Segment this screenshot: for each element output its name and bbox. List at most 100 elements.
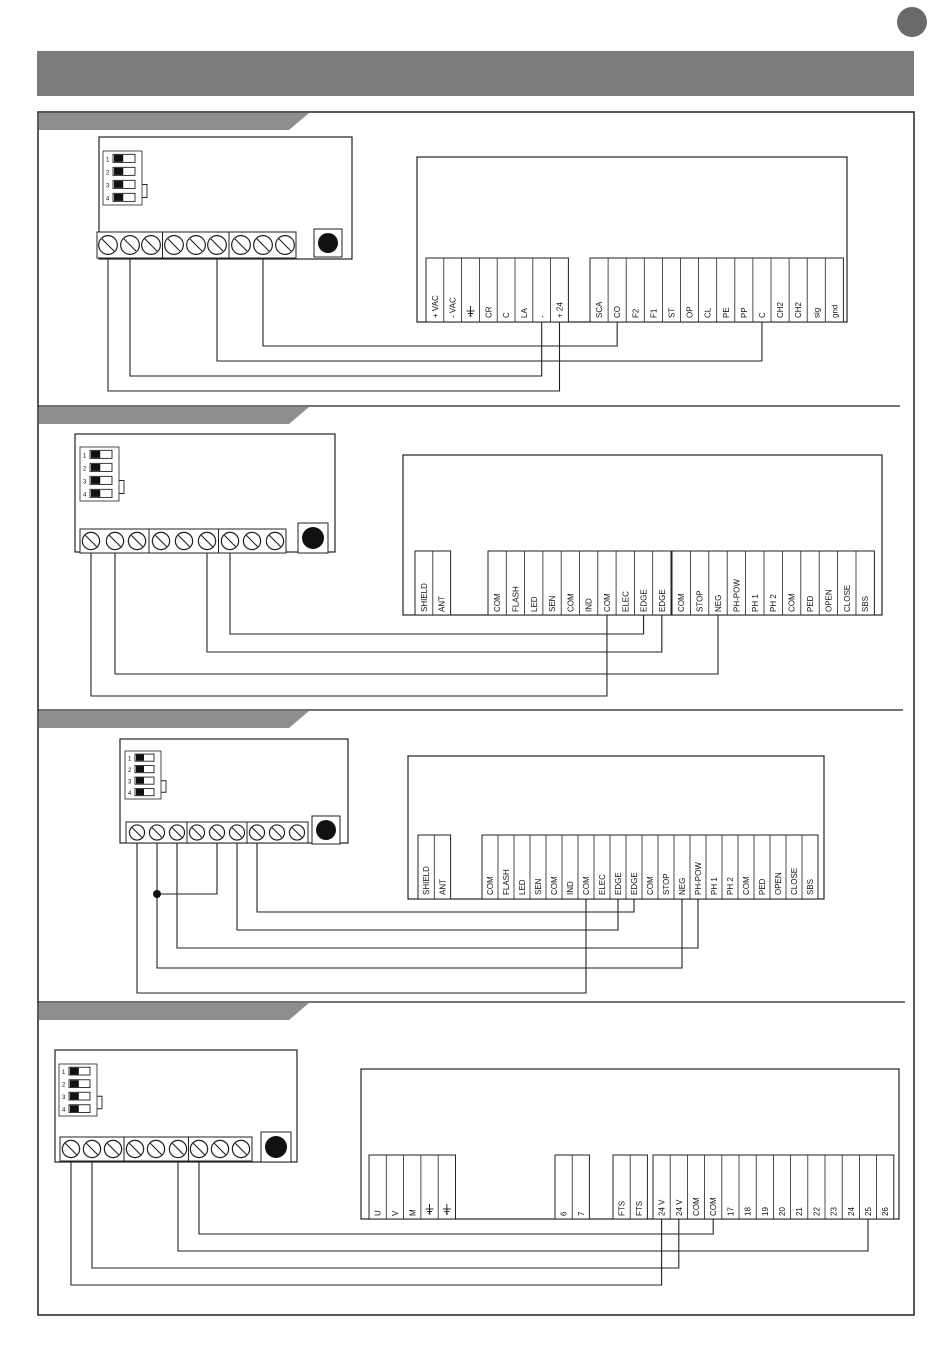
dip-knob — [91, 489, 101, 497]
terminal-label: FLASH — [511, 586, 520, 612]
terminal-label: NEG — [714, 595, 723, 612]
ground-icon — [466, 306, 475, 317]
wire — [114, 553, 719, 675]
terminal-label: COM — [677, 593, 686, 612]
dip-knob — [136, 754, 144, 761]
terminal-label: PH 1 — [710, 877, 719, 895]
terminal-label: COM — [550, 876, 559, 895]
wire — [229, 553, 645, 635]
terminal-label: LA — [520, 308, 529, 318]
terminal-screw-icon — [120, 235, 140, 255]
terminal-label: 7 — [577, 1211, 586, 1216]
terminal-screw-icon — [128, 824, 146, 841]
wire — [91, 1161, 680, 1269]
terminal-label: PED — [806, 595, 815, 612]
terminal-label: IND — [585, 598, 594, 612]
terminal-screw-icon — [228, 824, 246, 841]
dip-toggle — [89, 488, 113, 498]
terminal-label: STOP — [696, 590, 705, 612]
terminal-label: 17 — [726, 1207, 735, 1216]
terminal-label: PH 1 — [751, 594, 760, 612]
terminal-screw-icon — [268, 824, 286, 841]
wire — [136, 843, 587, 994]
wire — [206, 553, 663, 653]
dip-toggle — [134, 776, 155, 785]
terminal-label: CL — [704, 307, 713, 318]
dip-number: 2 — [83, 466, 87, 472]
terminal-label: 21 — [795, 1207, 804, 1216]
dip-toggle — [134, 765, 155, 774]
dip-toggle — [112, 153, 136, 163]
terminal-screw-icon — [231, 1139, 251, 1159]
terminal-screw-icon — [174, 531, 194, 551]
dip-knob — [70, 1067, 79, 1075]
terminal-screw-icon — [168, 824, 186, 841]
terminal-label: SCA — [595, 301, 604, 318]
terminal-label: 6 — [560, 1211, 569, 1216]
terminal-label: PE — [722, 307, 731, 318]
terminal-screw-icon — [188, 824, 206, 841]
terminal-label: EDGE — [630, 872, 639, 895]
terminal-label: U — [374, 1210, 383, 1216]
terminal-label: ELEC — [621, 591, 630, 612]
dip-number: 2 — [62, 1083, 66, 1089]
dip-knob — [91, 463, 101, 471]
dip-number: 1 — [83, 453, 87, 459]
dip-number: 1 — [106, 157, 110, 163]
terminal-label: PED — [758, 878, 767, 895]
terminal-label: SHIELD — [422, 866, 431, 895]
dip-toggle — [134, 788, 155, 797]
terminal-label: PH-POW — [732, 579, 741, 612]
wire — [198, 1161, 714, 1235]
terminal-label: CO — [613, 306, 622, 318]
header-bar — [37, 51, 914, 96]
terminal-screw-icon — [98, 235, 118, 255]
terminal-label: COM — [566, 593, 575, 612]
terminal-label: EDGE — [640, 589, 649, 612]
wire — [176, 843, 699, 949]
dip-bracket — [119, 480, 125, 494]
page-badge-icon — [897, 7, 927, 37]
terminal-label: SEN — [534, 878, 543, 895]
terminal-label: CR — [484, 306, 493, 318]
dip-number: 2 — [106, 170, 110, 176]
wire — [70, 1161, 663, 1286]
dip-knob — [136, 789, 144, 796]
dip-knob — [91, 450, 101, 458]
terminal-screw-icon — [253, 235, 273, 255]
dip-number: 4 — [128, 791, 132, 797]
wire — [107, 258, 561, 392]
dip-bracket — [97, 1095, 103, 1110]
terminal-screw-icon — [168, 1139, 188, 1159]
dip-number: 3 — [62, 1095, 66, 1101]
terminal-label: COM — [582, 876, 591, 895]
learn-button-icon — [302, 527, 324, 549]
terminal-label: EDGE — [658, 589, 667, 612]
terminal-label: ANT — [438, 596, 447, 612]
dip-number: 3 — [83, 479, 87, 485]
outer-frame — [37, 111, 915, 1316]
terminal-screw-icon — [208, 824, 226, 841]
ground-icon — [442, 1204, 451, 1215]
terminal-label: 25 — [864, 1207, 873, 1216]
terminal-screw-icon — [275, 235, 295, 255]
terminal-label: OPEN — [824, 589, 833, 612]
wire — [216, 258, 763, 362]
wire — [90, 553, 608, 697]
dip-number: 4 — [62, 1108, 66, 1114]
terminal-label: - VAC — [449, 297, 458, 318]
dip-knob — [114, 180, 124, 188]
dip-toggle — [112, 192, 136, 202]
terminal-screw-icon — [220, 531, 240, 551]
terminal-label: M — [408, 1209, 417, 1216]
terminal-screw-icon — [105, 531, 125, 551]
terminal-screw-icon — [207, 235, 227, 255]
